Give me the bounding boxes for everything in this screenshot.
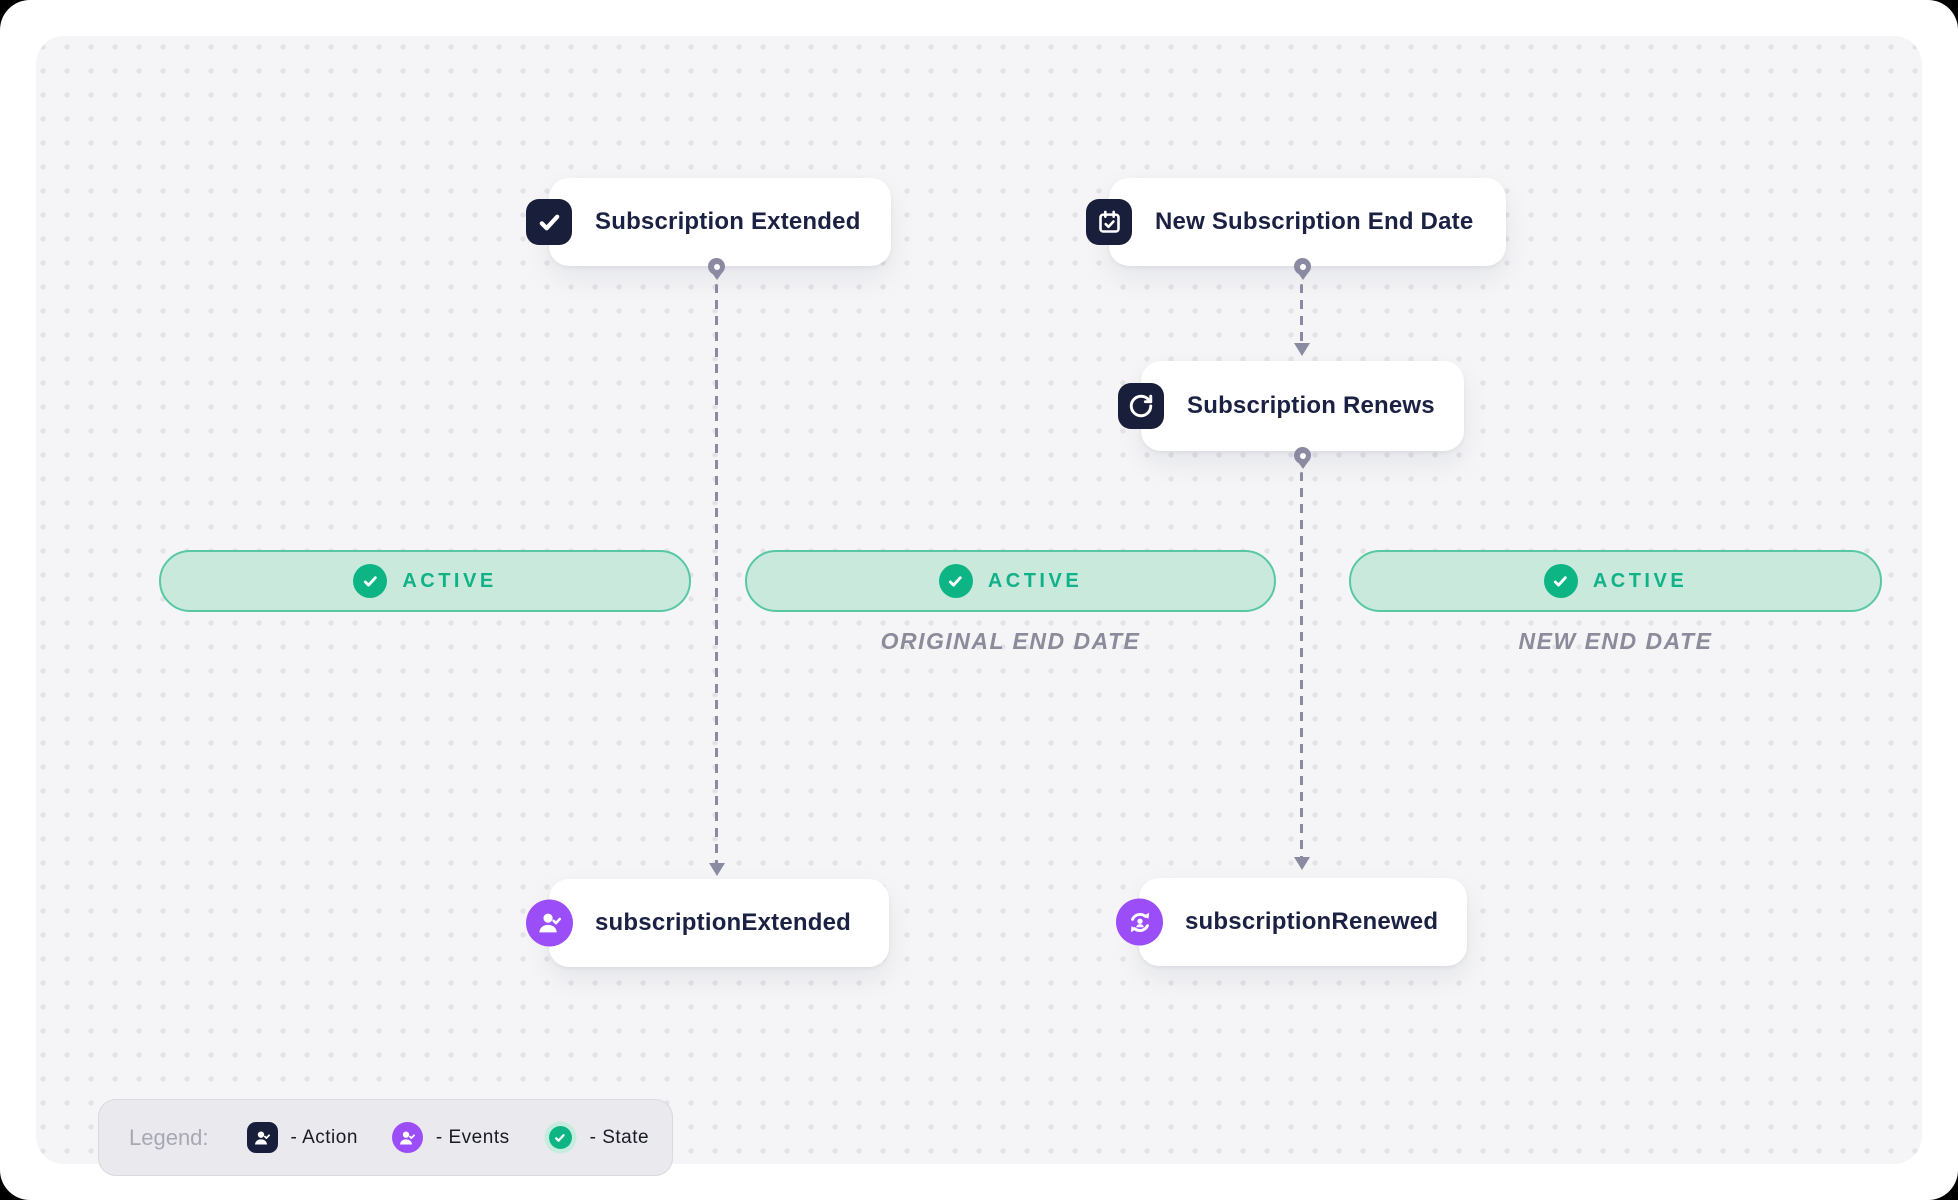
user-check-icon: [391, 1122, 423, 1153]
check-circle-icon: [548, 1126, 572, 1149]
check-icon: [526, 199, 572, 245]
legend-item-label: - Events: [435, 1126, 510, 1148]
action-node-label: New Subscription End Date: [1155, 208, 1474, 235]
arrow-down-icon: [1294, 857, 1310, 870]
action-node-label: Subscription Extended: [595, 208, 861, 235]
connector-dot: [708, 258, 725, 275]
dashed-connector-line: [1300, 472, 1303, 858]
event-node-label: subscriptionExtended: [595, 909, 852, 936]
action-node-subscription-renews: Subscription Renews: [1118, 361, 1464, 451]
check-circle-icon: [938, 564, 973, 598]
check-circle-icon: [1543, 564, 1578, 598]
state-label: ACTIVE: [402, 569, 497, 592]
action-node-subscription-extended: Subscription Extended: [526, 178, 891, 266]
calendar-check-icon: [1086, 199, 1132, 245]
dashed-connector-line: [1300, 284, 1303, 344]
arrow-down-icon: [709, 863, 725, 876]
caption-new-end-date: NEW END DATE: [1518, 628, 1713, 654]
rotate-cw-icon: [1118, 383, 1164, 429]
state-pill-active-3: ACTIVE: [1349, 550, 1882, 612]
state-label: ACTIVE: [987, 569, 1083, 592]
action-node-label: Subscription Renews: [1187, 392, 1435, 419]
event-node-label: subscriptionRenewed: [1185, 908, 1439, 935]
connector-dot: [1294, 258, 1311, 275]
legend-item-state: - State: [544, 1126, 649, 1149]
event-node-subscription-renewed: subscriptionRenewed: [1116, 878, 1467, 966]
caption-original-end-date: ORIGINAL END DATE: [880, 628, 1141, 654]
user-check-icon: [246, 1122, 278, 1153]
state-pill-active-1: ACTIVE: [159, 550, 691, 612]
legend-item-label: - Action: [290, 1126, 358, 1148]
connector-dot: [1294, 447, 1311, 464]
dashed-connector-line: [715, 284, 718, 864]
user-sync-icon: [1116, 898, 1163, 946]
check-circle-icon: [353, 564, 388, 598]
action-node-new-subscription-end-date: New Subscription End Date: [1086, 178, 1506, 266]
user-check-icon: [526, 899, 573, 947]
state-label: ACTIVE: [1592, 569, 1688, 592]
diagram-canvas: Subscription Extended New Subscription E…: [36, 36, 1922, 1176]
legend-item-action: - Action: [246, 1122, 358, 1153]
state-pill-active-2: ACTIVE: [745, 550, 1276, 612]
arrow-down-icon: [1294, 343, 1310, 356]
legend-title: Legend:: [129, 1124, 209, 1150]
legend: Legend: - Action: [98, 1099, 673, 1176]
legend-item-label: - State: [589, 1126, 650, 1148]
legend-item-events: - Events: [391, 1122, 510, 1153]
event-node-subscription-extended: subscriptionExtended: [526, 879, 889, 967]
